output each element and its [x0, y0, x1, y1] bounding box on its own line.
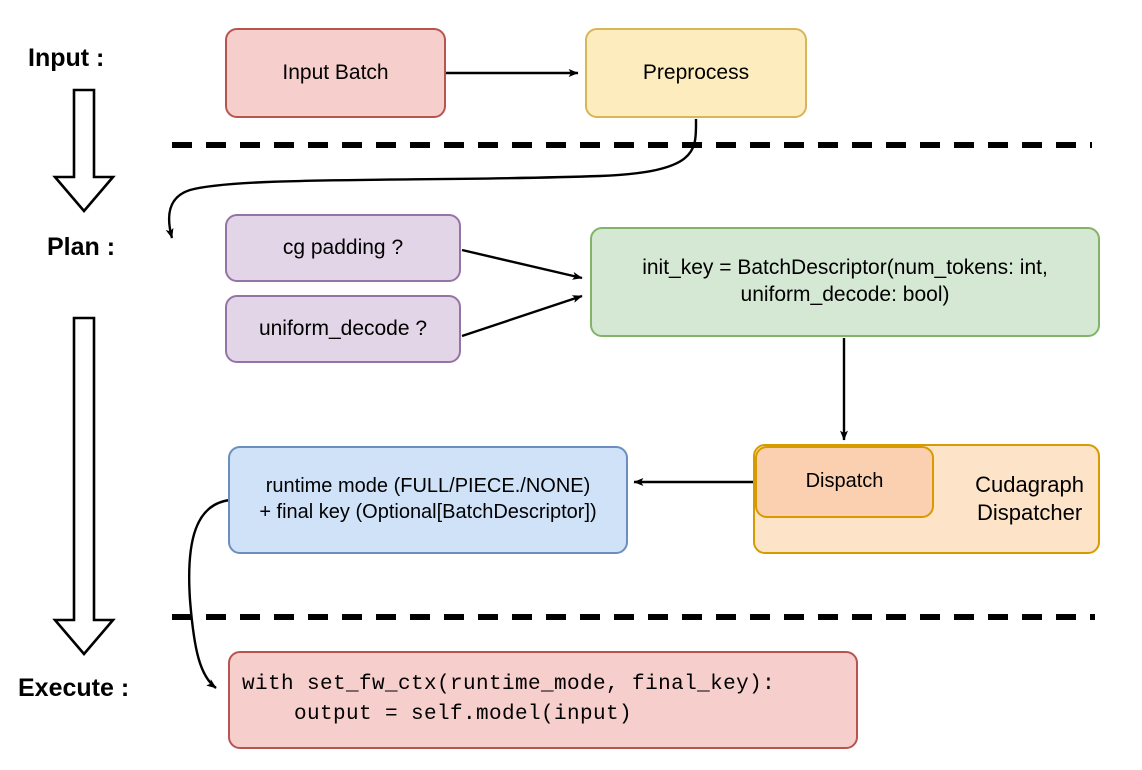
plan-to-execute-block-arrow [52, 316, 116, 657]
node-preprocess[interactable]: Preprocess [585, 28, 807, 118]
node-dispatch[interactable]: Dispatch [755, 446, 934, 518]
edge-uniform-decode-to-init-key [461, 294, 583, 338]
node-cg-padding[interactable]: cg padding ? [225, 214, 461, 282]
stage-label-execute: Execute : [18, 674, 130, 702]
node-uniform-decode[interactable]: uniform_decode ? [225, 295, 461, 363]
input-to-plan-block-arrow [52, 88, 116, 214]
edge-runtime-mode-to-exec-code [188, 498, 231, 689]
stage-label-input: Input : [28, 44, 105, 72]
node-exec-code[interactable]: with set_fw_ctx(runtime_mode, final_key)… [228, 651, 858, 749]
node-init-key[interactable]: init_key = BatchDescriptor(num_tokens: i… [590, 227, 1100, 337]
edge-cg-padding-to-init-key [461, 248, 583, 280]
stage-label-plan: Plan : [47, 233, 116, 261]
node-runtime-mode[interactable]: runtime mode (FULL/PIECE./NONE) + final … [228, 446, 628, 554]
node-input-batch[interactable]: Input Batch [225, 28, 446, 118]
